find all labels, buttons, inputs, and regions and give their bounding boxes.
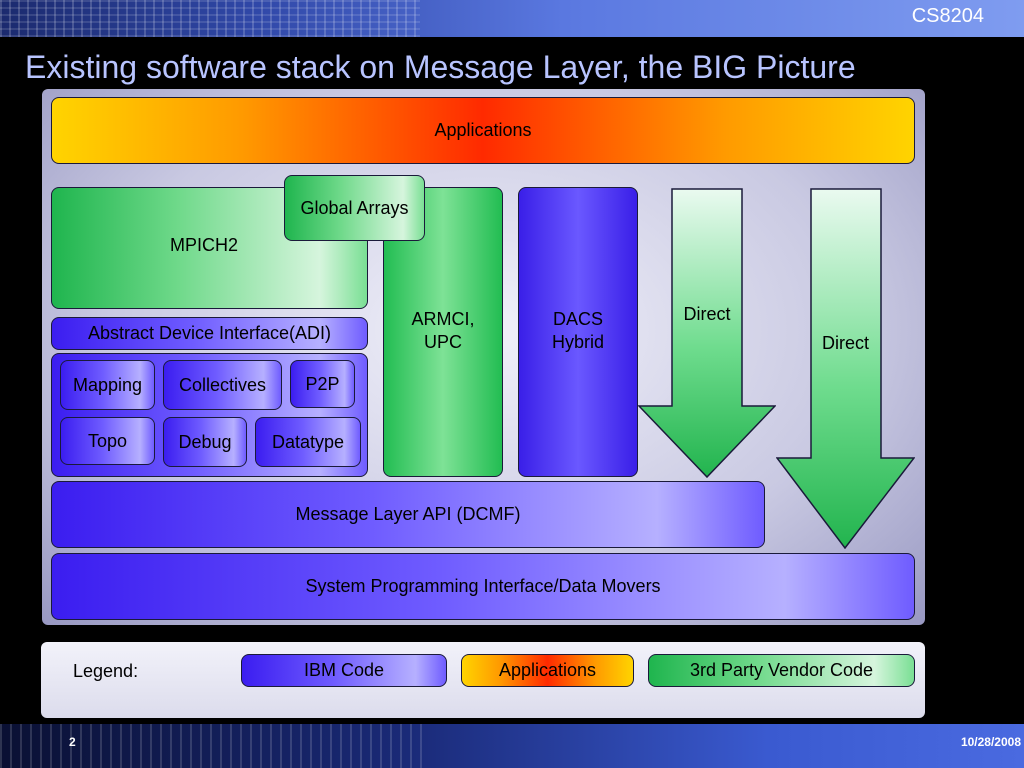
datatype-box: Datatype	[255, 417, 361, 467]
dacs-hybrid-label: DACS Hybrid	[551, 309, 604, 352]
diagram-panel: Applications MPICH2 ARMCI, UPC Global Ar…	[42, 89, 925, 625]
global-arrays-box: Global Arrays	[284, 175, 425, 241]
legend-label: Legend:	[73, 661, 139, 681]
mapping-box: Mapping	[60, 360, 155, 410]
slide-date: 10/28/2008	[960, 735, 1021, 749]
applications-box: Applications	[51, 97, 915, 164]
armci-upc-label: ARMCI, UPC	[411, 309, 475, 352]
direct-arrow-2-shape	[775, 188, 916, 550]
header-bar: CS8204	[0, 0, 1024, 37]
dacs-hybrid-box: DACS Hybrid	[518, 187, 638, 477]
direct-arrow-1-label: Direct	[683, 304, 731, 324]
direct-arrow-2: Direct	[775, 188, 916, 550]
page-number: 2	[69, 735, 76, 749]
footer-bar: 2 10/28/2008	[0, 724, 1024, 768]
debug-box: Debug	[163, 417, 247, 467]
collectives-box: Collectives	[163, 360, 282, 410]
slide-title: Existing software stack on Message Layer…	[25, 49, 856, 85]
direct-arrow-2-label: Direct	[821, 333, 869, 353]
legend-applications: Applications	[461, 654, 634, 687]
legend-panel: Legend: IBM Code Applications 3rd Party …	[41, 642, 925, 718]
p2p-box: P2P	[290, 360, 355, 408]
topo-box: Topo	[60, 417, 155, 465]
direct-arrow-1-shape	[637, 188, 777, 479]
legend-third-party: 3rd Party Vendor Code	[648, 654, 915, 687]
direct-arrow-1: Direct	[637, 188, 777, 479]
legend-ibm-code: IBM Code	[241, 654, 447, 687]
message-layer-box: Message Layer API (DCMF)	[51, 481, 765, 548]
spi-box: System Programming Interface/Data Movers	[51, 553, 915, 620]
course-code: CS8204	[911, 5, 984, 27]
mpich2-label: MPICH2	[170, 235, 239, 255]
adi-box: Abstract Device Interface(ADI)	[51, 317, 368, 350]
